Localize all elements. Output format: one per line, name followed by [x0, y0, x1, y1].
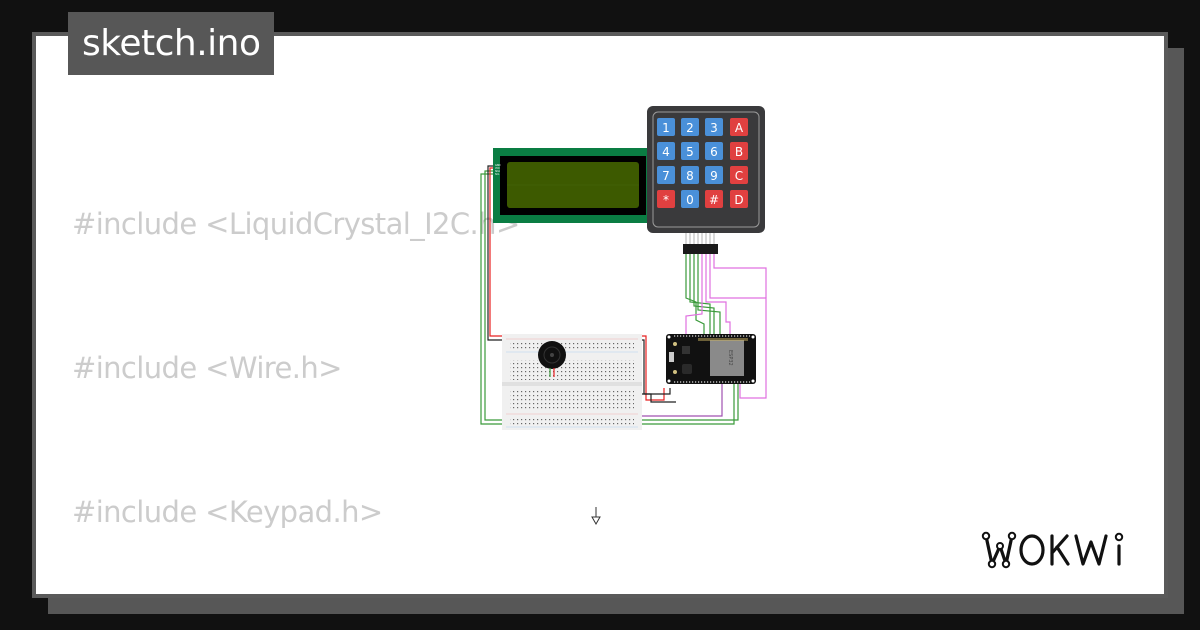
svg-text:6: 6 — [710, 145, 718, 159]
svg-text:*: * — [663, 193, 669, 207]
svg-text:SDA: SDA — [495, 170, 500, 173]
svg-text:VCC: VCC — [495, 167, 500, 170]
code-line: #include <Wire.h> — [72, 351, 342, 385]
buzzer — [538, 341, 566, 377]
svg-text:7: 7 — [662, 169, 670, 183]
svg-text:D: D — [734, 193, 743, 207]
svg-text:1: 1 — [662, 121, 670, 135]
preview-card: #include <LiquidCrystal_I2C.h> #include … — [32, 32, 1168, 598]
breadboard — [502, 334, 642, 430]
svg-text:8: 8 — [686, 169, 694, 183]
svg-text:ESP32: ESP32 — [727, 350, 733, 366]
svg-text:A: A — [735, 121, 744, 135]
svg-text:0: 0 — [686, 193, 694, 207]
file-name-tab: sketch.ino — [68, 12, 275, 75]
svg-text:2: 2 — [686, 121, 694, 135]
wokwi-logo — [981, 531, 1124, 569]
code-preview: #include <LiquidCrystal_I2C.h> #include … — [72, 104, 929, 594]
esp32-board: ESP32 — [666, 334, 756, 384]
svg-text:C: C — [735, 169, 743, 183]
svg-text:4: 4 — [662, 145, 670, 159]
svg-text:5: 5 — [686, 145, 694, 159]
code-line: #include <LiquidCrystal_I2C.h> — [72, 207, 520, 241]
code-line: #include <Keypad.h> — [72, 495, 383, 529]
svg-text:3: 3 — [710, 121, 718, 135]
svg-text:9: 9 — [710, 169, 718, 183]
svg-text:GND: GND — [495, 164, 501, 167]
svg-text:B: B — [735, 145, 743, 159]
keypad: 1 2 3 A 4 5 6 B 7 8 9 C * 0 # D — [647, 106, 765, 254]
svg-text:SCL: SCL — [495, 173, 500, 176]
svg-text:#: # — [709, 193, 719, 207]
mouse-cursor-icon — [591, 507, 601, 526]
